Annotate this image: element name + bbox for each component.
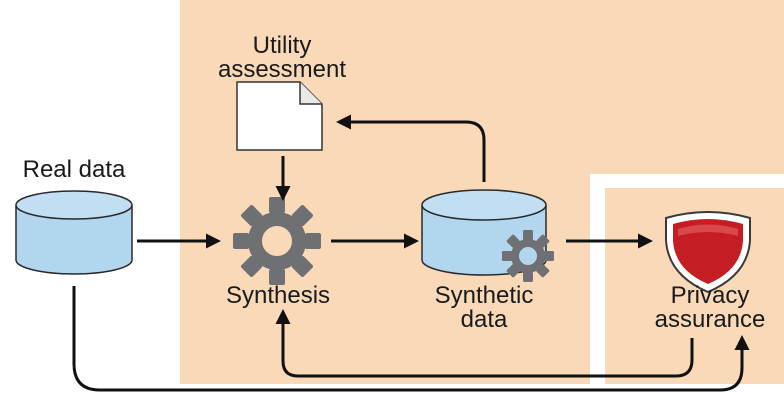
privacy-assurance-label-line2: assurance [654, 306, 766, 333]
document-icon [236, 81, 323, 151]
real-data-label: Real data [22, 156, 126, 183]
arrow-real-to-privacy [72, 286, 750, 392]
synthetic-data-label-line2: data [460, 306, 508, 333]
utility-assessment-label-line1: Utility [252, 32, 312, 59]
real-data-database-icon [15, 190, 133, 275]
privacy-shield-icon [665, 211, 751, 294]
utility-assessment-label-line2: assessment [217, 56, 347, 83]
synthesis-gear-icon [233, 197, 321, 285]
privacy-assurance-label-line1: Privacy [670, 282, 750, 309]
synthetic-data-gear-icon [502, 230, 554, 282]
arrow-privacy-to-synthesis [275, 309, 694, 378]
arrow-synthetic-to-utility [336, 114, 486, 182]
synthetic-data-label-line1: Synthetic [434, 282, 534, 309]
synthesis-label: Synthesis [225, 282, 331, 309]
